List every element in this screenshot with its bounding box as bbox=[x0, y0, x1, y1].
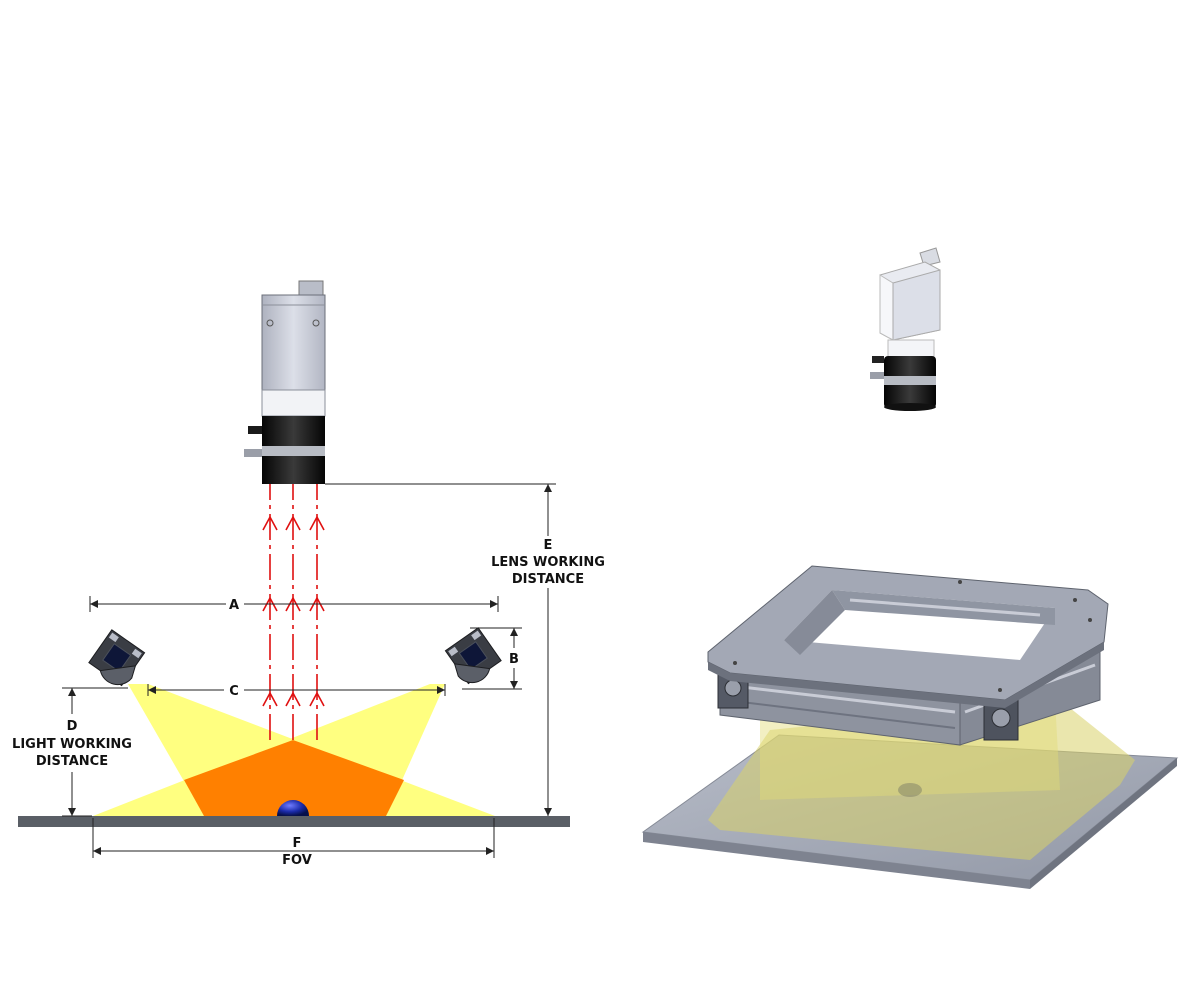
dimension-e-letter: E bbox=[544, 538, 553, 553]
spotlight-icon-left bbox=[88, 629, 146, 687]
ray-right bbox=[309, 484, 325, 740]
dimension-d-letter: D bbox=[67, 719, 78, 734]
dimension-d-line1: LIGHT WORKING bbox=[12, 737, 132, 752]
schematic-view: A B C D LIGHT WORKING bbox=[12, 280, 605, 868]
frame-top bbox=[707, 565, 1109, 708]
dimension-c-label: C bbox=[229, 684, 239, 699]
ray-center bbox=[285, 484, 301, 740]
spotlight-icon-right bbox=[444, 627, 502, 685]
ray-left bbox=[262, 484, 278, 740]
reflection-rays bbox=[262, 484, 325, 740]
overlap-region bbox=[184, 740, 404, 816]
dimension-d-line2: DISTANCE bbox=[36, 754, 108, 769]
isometric-view bbox=[641, 247, 1179, 889]
work-surface bbox=[18, 816, 570, 827]
camera-icon bbox=[244, 280, 326, 484]
dimension-e: E LENS WORKING DISTANCE bbox=[325, 483, 605, 816]
dimension-e-line2: DISTANCE bbox=[512, 572, 584, 587]
target-sphere-icon bbox=[277, 800, 309, 816]
dimension-e-line1: LENS WORKING bbox=[491, 555, 605, 570]
dimension-f-letter: F bbox=[293, 836, 302, 851]
dimension-f: F FOV bbox=[92, 818, 495, 868]
dimension-b-label: B bbox=[509, 652, 519, 667]
camera-3d-icon bbox=[870, 247, 941, 411]
dimension-b: B bbox=[462, 627, 522, 690]
dimension-a-label: A bbox=[229, 598, 239, 613]
dimension-f-fov: FOV bbox=[282, 853, 312, 868]
dimension-d: D LIGHT WORKING DISTANCE bbox=[12, 687, 132, 817]
dimension-c: C bbox=[147, 684, 446, 699]
light-cones bbox=[93, 684, 495, 816]
dimension-a: A bbox=[89, 596, 499, 613]
